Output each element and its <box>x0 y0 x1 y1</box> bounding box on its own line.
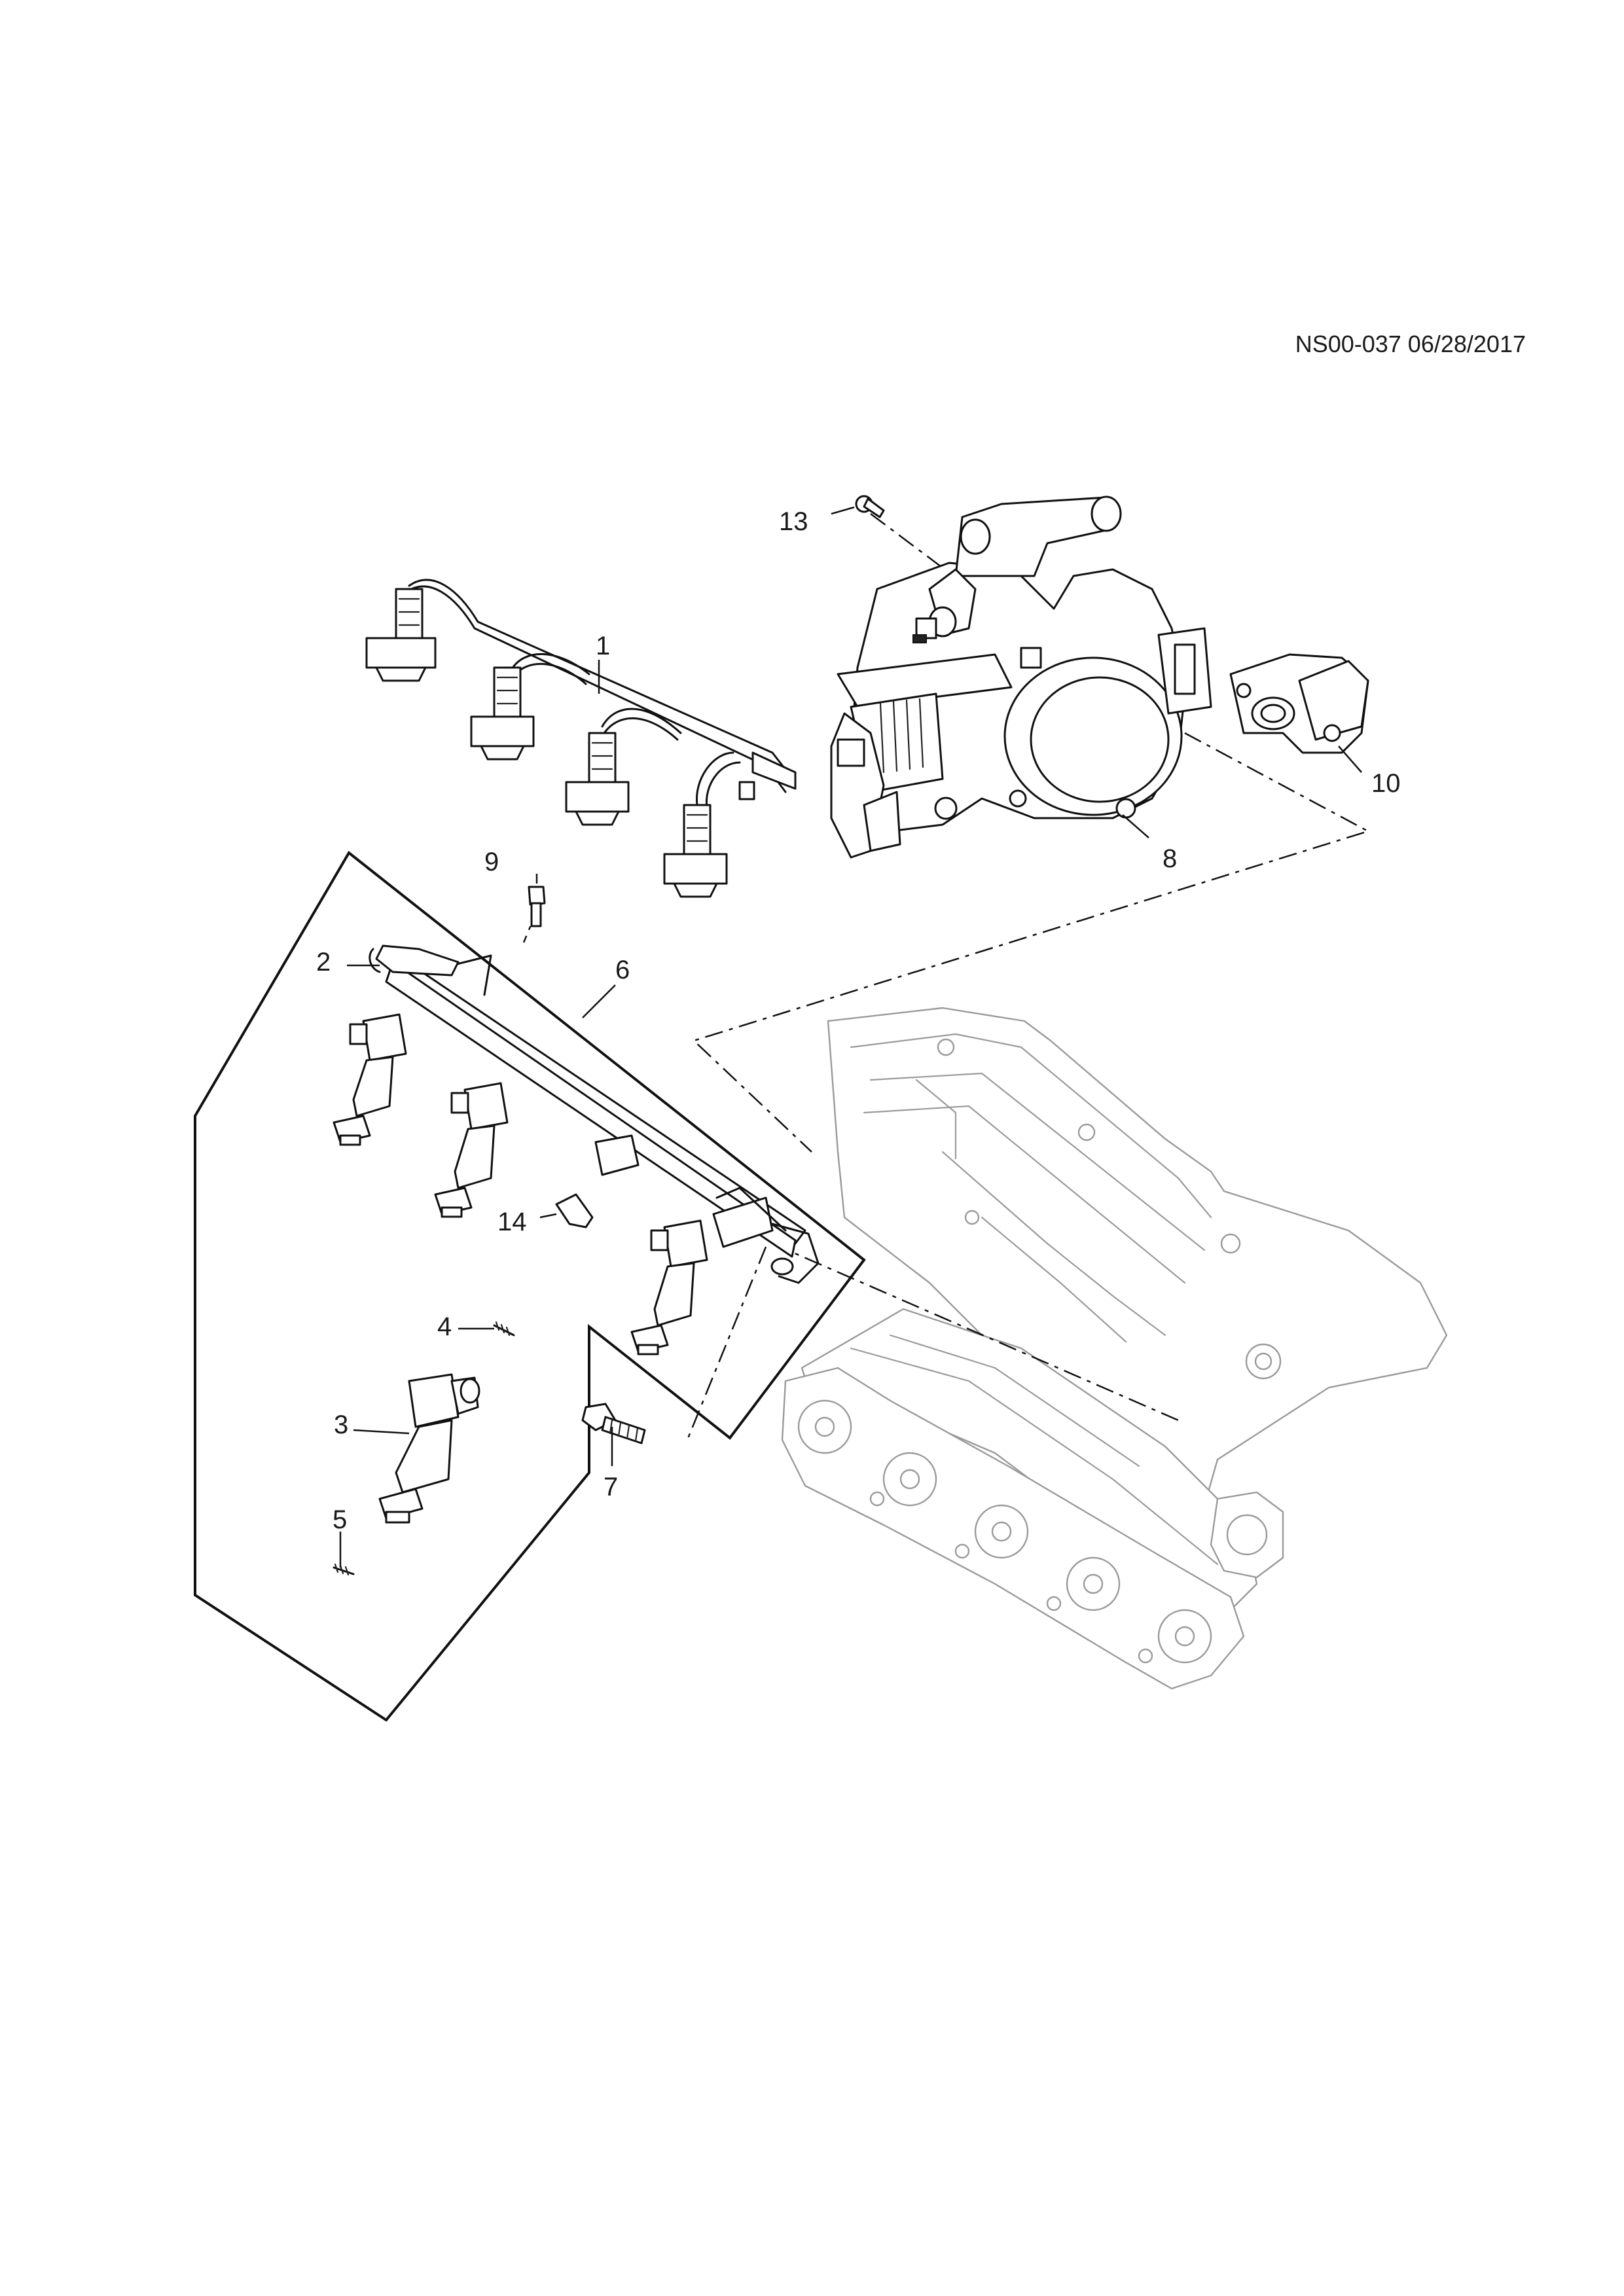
o-ring-4[interactable] <box>493 1321 515 1336</box>
fuel-injector-kit-3[interactable] <box>630 1219 708 1355</box>
leader-lines <box>339 506 1362 1568</box>
callout-13: 13 <box>779 507 808 536</box>
callout-14: 14 <box>497 1208 527 1236</box>
callout-1: 1 <box>596 632 610 660</box>
fuel-injector-3[interactable] <box>378 1373 480 1524</box>
fuel-pressure-damper[interactable] <box>369 944 460 977</box>
callout-4: 4 <box>437 1312 452 1341</box>
callout-8: 8 <box>1163 844 1177 873</box>
harness-connector-1 <box>365 588 437 682</box>
callout-2: 2 <box>316 948 331 977</box>
intake-manifold[interactable] <box>781 1007 1448 1690</box>
fuel-injector-kit-1[interactable] <box>333 1013 407 1146</box>
harness-connector-2 <box>470 666 535 761</box>
harness-connector-3 <box>565 732 630 826</box>
callout-5: 5 <box>333 1505 347 1534</box>
diagram-reference-date: NS00-037 06/28/2017 <box>1295 331 1526 357</box>
wiring-harness[interactable] <box>365 579 797 898</box>
callout-7: 7 <box>604 1473 618 1501</box>
throttle-body[interactable] <box>830 495 1212 859</box>
bolt-7[interactable] <box>581 1403 646 1444</box>
screw-13[interactable] <box>855 495 885 518</box>
idle-air-control-valve[interactable] <box>1229 653 1369 754</box>
callout-9: 9 <box>484 848 499 876</box>
harness-connector-4 <box>663 804 728 898</box>
callout-3: 3 <box>334 1410 348 1439</box>
fuel-injector-kit-2[interactable] <box>434 1082 509 1218</box>
screw-9[interactable] <box>528 886 546 927</box>
o-ring-5[interactable] <box>333 1563 355 1576</box>
callout-6: 6 <box>615 956 630 984</box>
fuel-rail-kit-frame <box>194 851 866 1722</box>
callout-10: 10 <box>1371 769 1401 798</box>
fuel-rail[interactable] <box>385 951 820 1284</box>
clip-14[interactable] <box>555 1193 594 1229</box>
